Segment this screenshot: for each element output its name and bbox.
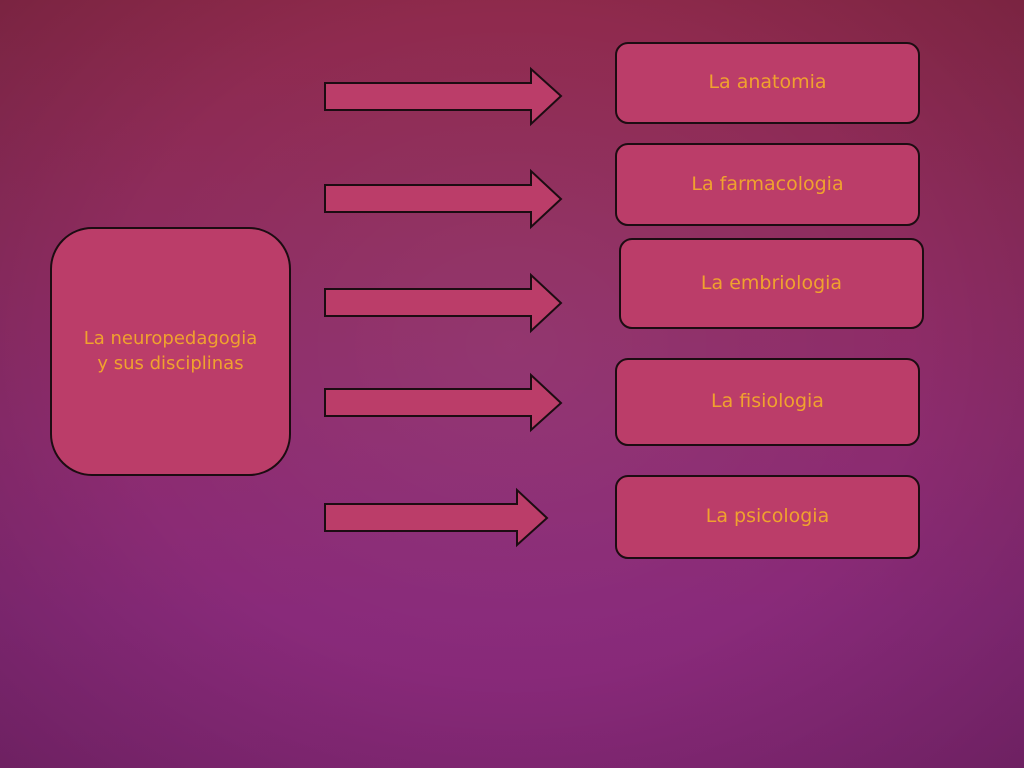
- arrow-to-embriologia: [324, 272, 563, 334]
- central-node-line-2: y sus disciplinas: [97, 352, 244, 374]
- discipline-label: La embriologia: [700, 271, 843, 294]
- arrow-to-psicologia: [324, 487, 549, 548]
- central-node-line-1: La neuropedagogia: [83, 328, 258, 350]
- central-node-text: La neuropedagogia y sus disciplinas: [84, 327, 258, 376]
- discipline-label: La fisiologia: [711, 390, 824, 413]
- discipline-node-farmacologia: La farmacologia: [615, 143, 920, 226]
- discipline-node-anatomia: La anatomia: [615, 42, 920, 124]
- discipline-node-psicologia: La psicologia: [615, 475, 920, 559]
- discipline-label: La anatomia: [708, 71, 827, 94]
- discipline-node-fisiologia: La fisiologia: [615, 358, 920, 446]
- discipline-node-embriologia: La embriologia: [619, 238, 924, 329]
- arrow-to-farmacologia: [324, 168, 563, 230]
- arrow-to-fisiologia: [324, 372, 563, 433]
- central-node: La neuropedagogia y sus disciplinas: [50, 227, 291, 476]
- discipline-label: La psicologia: [705, 505, 830, 528]
- discipline-label: La farmacologia: [691, 172, 844, 195]
- arrow-to-anatomia: [324, 66, 563, 127]
